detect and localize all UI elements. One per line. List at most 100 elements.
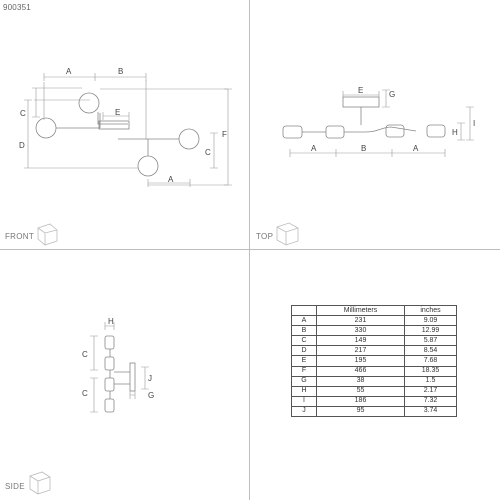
- millimeters-value: 217: [316, 345, 405, 357]
- side-canopy: [129, 362, 136, 392]
- millimeters-value: 195: [316, 355, 405, 367]
- header-millimeters: Millimeters: [316, 304, 405, 317]
- front-shade-bottom: [137, 155, 159, 177]
- inches-value: 1.5: [404, 375, 457, 387]
- side-dimension-labels: H C J C G: [82, 317, 154, 400]
- side-label-h: H: [108, 317, 114, 326]
- front-shade-top: [78, 92, 100, 114]
- dim-a-b-a-line: [289, 149, 446, 157]
- dimension-letter: I: [291, 395, 317, 407]
- front-cube-icon: [37, 223, 58, 246]
- dim-c-left-line: [32, 87, 40, 118]
- dim-c-side-1-line: [90, 335, 98, 371]
- side-view-label: SIDE: [5, 482, 25, 491]
- top-label-i: I: [473, 119, 475, 128]
- side-view: [90, 322, 149, 413]
- vertical-divider: [249, 0, 250, 500]
- header-cell: [291, 304, 317, 317]
- dim-i-line: [466, 106, 474, 141]
- front-label-e: E: [115, 108, 120, 117]
- millimeters-value: 186: [316, 395, 405, 407]
- dimension-letter: B: [291, 325, 317, 337]
- side-shade-2: [104, 356, 115, 371]
- dim-e-line: [102, 112, 130, 120]
- front-arm-top: [97, 112, 128, 125]
- dim-a-bottom-line: [147, 179, 191, 187]
- millimeters-value: 38: [316, 375, 405, 387]
- dim-g-side-line: [129, 391, 136, 399]
- front-label-d: D: [19, 141, 25, 150]
- dim-g-line: [382, 89, 390, 108]
- inches-value: 7.68: [404, 355, 457, 367]
- top-canopy: [342, 96, 380, 108]
- top-shade-3: [385, 124, 405, 138]
- front-arm-left: [56, 113, 101, 129]
- front-label-b: B: [118, 67, 123, 76]
- front-label-c2: C: [205, 148, 211, 157]
- inches-value: 2.17: [404, 385, 457, 397]
- inches-value: 5.87: [404, 335, 457, 347]
- inches-value: 8.54: [404, 345, 457, 357]
- inches-value: 18.35: [404, 365, 457, 377]
- side-cube-icon: [29, 471, 51, 495]
- table-header-row: Millimeters inches: [291, 304, 457, 317]
- dimension-letter: E: [291, 355, 317, 367]
- dim-c-side-2-line: [90, 377, 98, 413]
- horizontal-divider: [0, 249, 500, 250]
- front-shade-left: [35, 117, 57, 139]
- dimension-letter: C: [291, 335, 317, 347]
- front-extension-lines: [32, 80, 228, 186]
- side-arm: [114, 371, 130, 385]
- side-shade-4: [104, 398, 115, 413]
- dimension-letter: A: [291, 315, 317, 327]
- dimension-letter: G: [291, 375, 317, 387]
- millimeters-value: 95: [316, 405, 405, 418]
- front-canopy: [98, 120, 130, 130]
- top-label-a1: A: [311, 144, 317, 153]
- top-label-a2: A: [413, 144, 419, 153]
- product-number: 900351: [3, 3, 31, 12]
- front-view-label: FRONT: [5, 232, 35, 241]
- top-cube-icon: [276, 222, 299, 246]
- top-shade-4: [426, 124, 446, 138]
- front-shade-right: [178, 128, 200, 150]
- dimension-letter: J: [291, 405, 317, 418]
- millimeters-value: 330: [316, 325, 405, 337]
- top-dimension-labels: E G H I A B A: [311, 86, 475, 153]
- dim-a-b-line: [43, 73, 147, 81]
- top-label-b: B: [361, 144, 366, 153]
- header-inches: inches: [404, 304, 457, 317]
- side-shade-1: [104, 335, 115, 350]
- dimension-letter: H: [291, 385, 317, 397]
- inches-value: 12.99: [404, 325, 457, 337]
- millimeters-value: 149: [316, 335, 405, 347]
- inches-value: 9.09: [404, 315, 457, 327]
- dim-j-line: [141, 366, 149, 390]
- front-label-a2: A: [168, 175, 174, 184]
- top-shade-2: [325, 125, 345, 139]
- inches-value: 7.32: [404, 395, 457, 407]
- side-label-c2: C: [82, 389, 88, 398]
- top-arms: [302, 126, 417, 133]
- front-label-a1: A: [66, 67, 72, 76]
- millimeters-value: 231: [316, 315, 405, 327]
- dimension-letter: D: [291, 345, 317, 357]
- dim-h-line: [457, 122, 465, 141]
- dimension-letter: F: [291, 365, 317, 377]
- top-view-label: TOP: [256, 232, 274, 241]
- inches-value: 3.74: [404, 405, 457, 418]
- side-label-g: G: [148, 391, 154, 400]
- top-view: [282, 89, 474, 157]
